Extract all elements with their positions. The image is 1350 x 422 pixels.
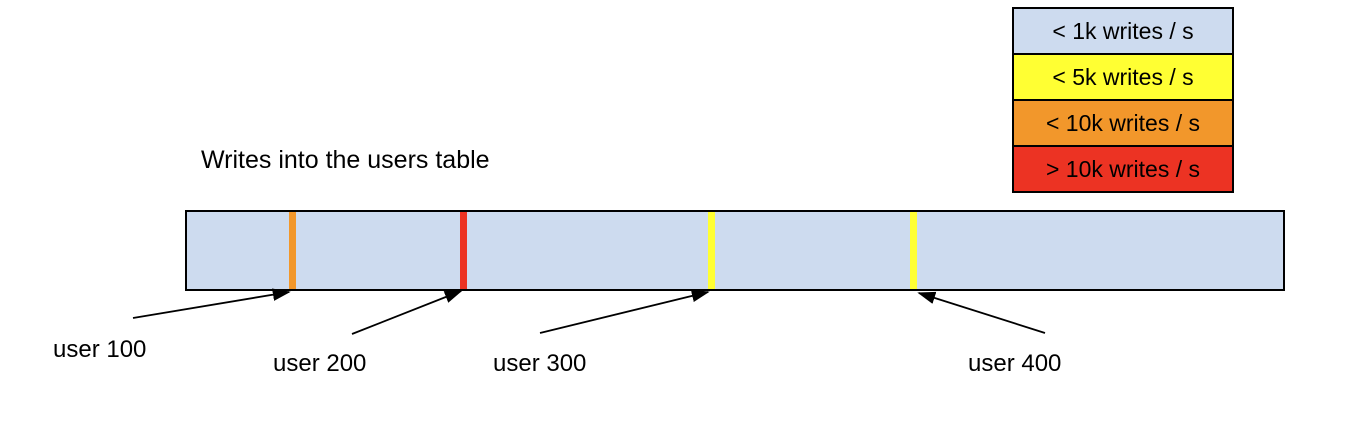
arrow-user-200	[351, 290, 463, 335]
legend-item-lt-10k: < 10k writes / s	[1012, 99, 1234, 147]
arrow-user-100	[132, 288, 291, 319]
hotspot-marker-user-300	[707, 212, 715, 289]
label-user-300: user 300	[493, 350, 587, 377]
label-user-400: user 400	[968, 350, 1062, 377]
legend-item-gt-10k: > 10k writes / s	[1012, 145, 1234, 193]
arrow-user-400	[917, 291, 1046, 334]
label-user-100: user 100	[53, 336, 147, 363]
diagram-title: Writes into the users table	[201, 146, 490, 174]
hotspot-marker-user-100	[288, 212, 296, 289]
legend-item-lt-1k: < 1k writes / s	[1012, 7, 1234, 55]
users-table-bar	[185, 210, 1285, 291]
arrow-user-300	[539, 289, 710, 334]
hotspot-marker-user-400	[909, 212, 917, 289]
legend: < 1k writes / s< 5k writes / s< 10k writ…	[1012, 7, 1234, 193]
label-user-200: user 200	[273, 350, 367, 377]
legend-item-lt-5k: < 5k writes / s	[1012, 53, 1234, 101]
hotspot-marker-user-200	[459, 212, 467, 289]
